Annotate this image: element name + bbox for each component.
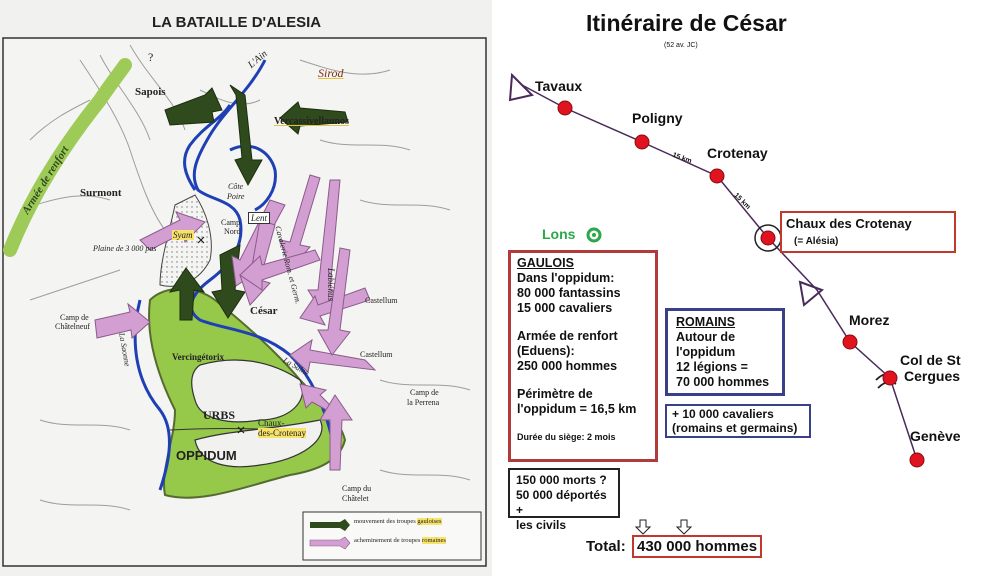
gaulois-box: GAULOIS Dans l'oppidum: 80 000 fantassin… (508, 250, 658, 462)
legend-romain: acheminement de troupes romaines (354, 537, 446, 544)
town-alesia: (= Alésia) (794, 236, 839, 247)
morez-triangle (798, 280, 824, 307)
label-cote: Côte (228, 182, 244, 191)
label-plaine: Plaine de 3 000 pas (93, 244, 157, 253)
battle-map-drawing (2, 37, 487, 567)
itinerary-panel: Itinéraire de César (52 av. JC) Tavaux P… (492, 0, 985, 576)
dot-poligny (634, 134, 650, 150)
cavaliers-line-2: (romains et germains) (672, 421, 798, 435)
label-camp-nord-1: Camp (221, 218, 241, 227)
dot-morez (842, 334, 858, 350)
gaulois-line-7: Périmètre de (517, 387, 593, 401)
town-lons: Lons (542, 226, 576, 242)
romains-box: ROMAINS Autour de l'oppidum 12 légions =… (665, 308, 785, 396)
label-vercassivellaunos: Vercassivellaunos (274, 116, 350, 127)
gaulois-line-4: Armée de renfort (517, 329, 618, 343)
total-label: Total: (586, 538, 626, 555)
gaulois-siege: Durée du siège: 2 mois (517, 432, 616, 442)
label-labienus: Labiénus (326, 268, 336, 302)
site-markers (197, 236, 245, 434)
morts-line-3: les civils (516, 518, 567, 532)
legend-gaulois-highlight: gauloises (417, 518, 442, 525)
dot-geneve (909, 452, 925, 468)
label-castellum-1: Castellum (365, 296, 398, 305)
town-poligny: Poligny (632, 110, 683, 126)
gaulois-line-2: 80 000 fantassins (517, 286, 621, 300)
label-surmont: Surmont (80, 187, 122, 199)
itinerary-title: Itinéraire de César (586, 10, 787, 36)
label-cesar: César (250, 305, 278, 317)
label-syam: Syam (172, 230, 194, 240)
town-tavaux: Tavaux (535, 78, 583, 94)
legend-box (302, 511, 482, 561)
label-sirod: Sirod (318, 66, 344, 80)
town-morez: Morez (849, 312, 890, 328)
itinerary-drawing (508, 72, 925, 535)
morts-box: 150 000 morts ? 50 000 déportés + les ci… (508, 468, 620, 532)
romains-line-3: 12 légions = (676, 360, 748, 374)
town-col-2: Cergues (904, 368, 961, 384)
legend-gaulois: mouvement des troupes gauloises (354, 518, 442, 525)
relief-lines (19, 44, 471, 511)
battle-map: LA BATAILLE D'ALESIA ? Sapois Surmont L'… (0, 0, 492, 576)
town-geneve: Genève (910, 428, 961, 444)
total-arrows (634, 519, 693, 535)
total-value: 430 000 hommes (632, 535, 763, 558)
gaulois-line-3: 15 000 cavaliers (517, 301, 613, 315)
label-camp-chatelneuf-1: Camp de (60, 313, 89, 322)
gaulois-line-1: Dans l'oppidum: (517, 271, 615, 285)
legend-gaulois-text: mouvement des troupes (354, 518, 418, 525)
label-question: ? (148, 50, 154, 64)
town-crotenay: Crotenay (707, 145, 768, 161)
gaulois-title: GAULOIS (517, 256, 574, 270)
dot-crotenay (709, 168, 725, 184)
label-camp-chatelet-2: Châtelet (342, 494, 369, 503)
label-camp-chatelet-1: Camp du (342, 484, 372, 493)
label-camp-nord-2: Nord (224, 227, 241, 236)
battle-map-title: LA BATAILLE D'ALESIA (152, 14, 322, 31)
legend-romain-highlight: romaines (422, 537, 446, 544)
cavaliers-box: + 10 000 cavaliers (romains et germains) (665, 404, 811, 438)
label-oppidum: OPPIDUM (176, 448, 237, 463)
label-urbs: URBS (203, 408, 236, 422)
roman-arrows (94, 174, 377, 471)
romains-title: ROMAINS (676, 315, 736, 329)
romains-line-4: 70 000 hommes (676, 375, 770, 389)
legend-gaul-arrow (310, 519, 350, 531)
label-poire: Poire (227, 192, 245, 201)
legend-romain-text: acheminement de troupes (354, 537, 423, 544)
label-camp-perrena-1: Camp de (410, 388, 439, 397)
town-col-1: Col de St (900, 352, 961, 368)
chaux-box: Chaux des Crotenay (= Alésia) (780, 211, 956, 253)
town-dots (557, 100, 925, 468)
label-castellum-2: Castellum (360, 350, 393, 359)
town-chaux: Chaux des Crotenay (786, 216, 912, 231)
label-chaux-2: des-Crotenay (258, 428, 306, 438)
morts-line-2: 50 000 déportés + (516, 488, 607, 517)
romains-line-2: l'oppidum (676, 345, 736, 359)
label-camp-perrena-2: la Perrena (407, 398, 440, 407)
label-vercingetorix: Vercingétorix (172, 352, 224, 362)
label-camp-chatelneuf-2: Châtelneuf (55, 322, 91, 331)
dot-tavaux (557, 100, 573, 116)
dot-chaux (760, 230, 776, 246)
gaulois-line-5: (Eduens): (517, 344, 575, 358)
gaulois-line-8: l'oppidum = 16,5 km (517, 402, 637, 416)
cavaliers-line-1: + 10 000 cavaliers (672, 407, 774, 421)
itinerary-subtitle: (52 av. JC) (664, 42, 698, 49)
renfort-band (3, 58, 132, 257)
label-sapois: Sapois (135, 86, 166, 98)
morts-line-1: 150 000 morts ? (516, 473, 607, 487)
legend-roman-arrow (309, 536, 351, 550)
label-lent: Lent (248, 212, 271, 224)
label-chaux-1: Chaux- (258, 418, 285, 428)
romains-line-1: Autour de (676, 330, 736, 344)
gaulois-line-6: 250 000 hommes (517, 359, 618, 373)
dot-col (882, 370, 898, 386)
tavaux-triangle (508, 72, 534, 102)
